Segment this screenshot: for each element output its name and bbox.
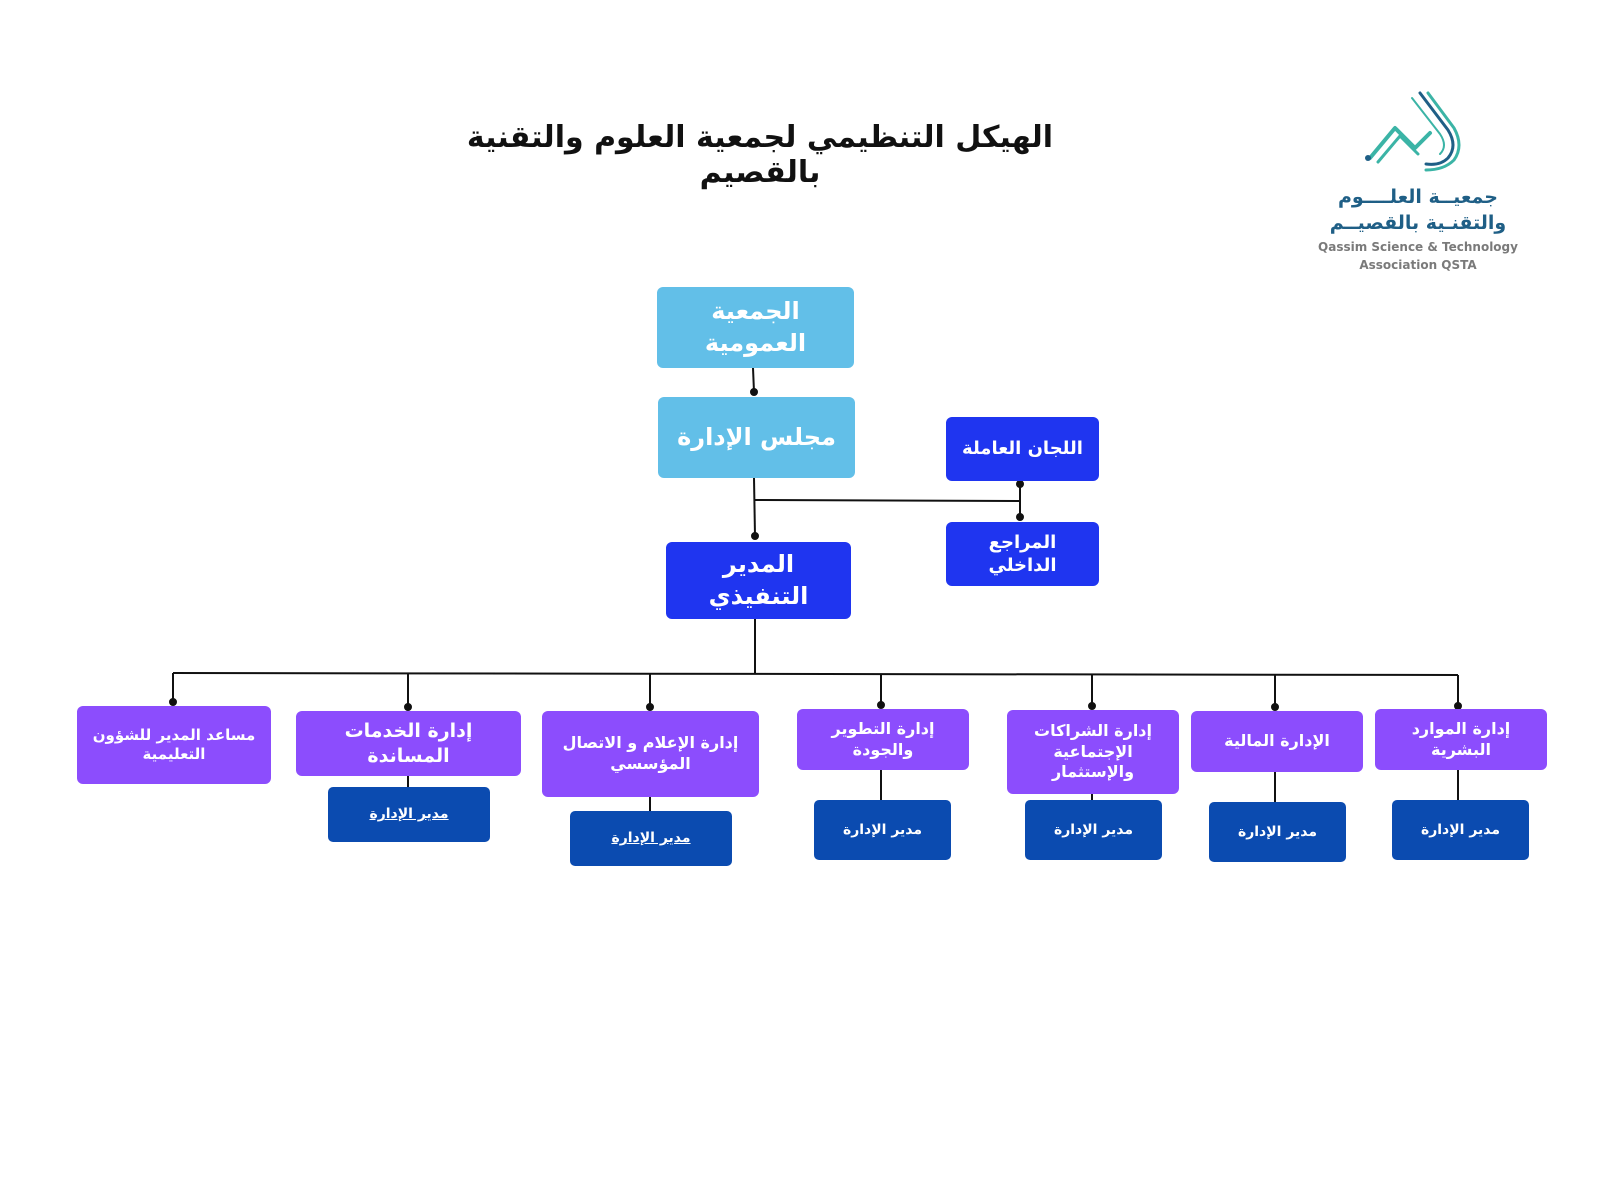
node-general-assembly: الجمعية العمومية	[657, 287, 854, 368]
manager-box: مدير الإدارة	[570, 811, 732, 866]
node-committees: اللجان العاملة	[946, 417, 1099, 481]
dept-box: إدارة التطوير والجودة	[797, 709, 969, 770]
dept-box: إدارة الموارد البشرية	[1375, 709, 1547, 770]
qsta-logo: جمعيــة العلــــوم والتقنـية بالقصيــم Q…	[1318, 88, 1518, 278]
dept-box: الإدارة المالية	[1191, 711, 1363, 772]
dept-box: إدارة الخدمات المساندة	[296, 711, 521, 776]
manager-box: مدير الإدارة	[328, 787, 490, 842]
logo-english-line1: Qassim Science & Technology	[1318, 240, 1518, 254]
node-internal-auditor: المراجع الداخلي	[946, 522, 1099, 586]
logo-mark-icon	[1365, 91, 1461, 172]
node-board: مجلس الإدارة	[658, 397, 855, 478]
manager-box: مدير الإدارة	[1209, 802, 1346, 862]
node-executive-director: المدير التنفيذي	[666, 542, 851, 619]
manager-box: مدير الإدارة	[814, 800, 951, 860]
dept-box: مساعد المدير للشؤون التعليمية	[77, 706, 271, 784]
logo-english-line2: Association QSTA	[1359, 258, 1477, 272]
logo-arabic-line1: جمعيــة العلــــوم	[1338, 186, 1498, 208]
manager-box: مدير الإدارة	[1392, 800, 1529, 860]
logo-arabic-line2: والتقنـية بالقصيــم	[1329, 212, 1507, 234]
manager-box: مدير الإدارة	[1025, 800, 1162, 860]
dept-box: إدارة الشراكات الإجتماعية والإستثمار	[1007, 710, 1179, 794]
dept-box: إدارة الإعلام و الاتصال المؤسسي	[542, 711, 759, 797]
page-title: الهيكل التنظيمي لجمعية العلوم والتقنية ب…	[466, 120, 1054, 190]
